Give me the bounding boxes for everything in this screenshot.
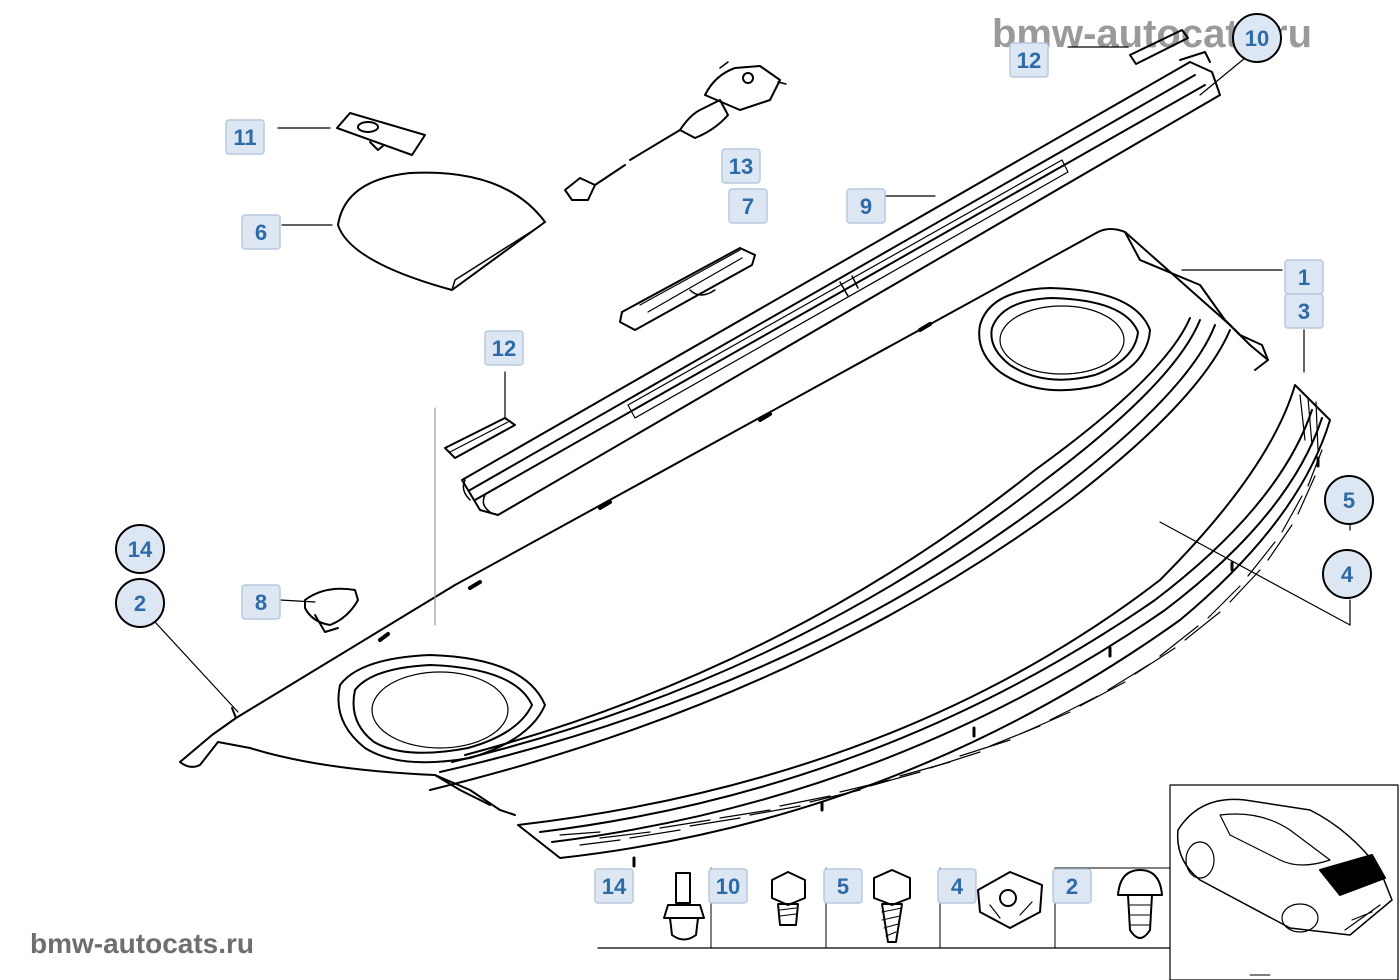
svg-text:5: 5 [837,874,849,899]
svg-text:5: 5 [1343,488,1355,513]
hardware-callout-10[interactable]: 10 [708,868,748,904]
svg-text:4: 4 [951,874,964,899]
release-cable [564,61,787,201]
car-inset [1169,784,1399,980]
svg-text:7: 7 [742,194,754,219]
svg-text:14: 14 [128,537,153,562]
callout-11[interactable]: 11 [225,119,265,155]
callout-12-top[interactable]: 12 [1009,42,1049,78]
svg-text:2: 2 [1066,874,1078,899]
hardware-callout-14[interactable]: 14 [594,868,634,904]
svg-text:4: 4 [1341,562,1354,587]
callout-13[interactable]: 13 [721,148,761,184]
clip-12-left [444,417,516,459]
svg-text:6: 6 [255,220,267,245]
svg-text:3: 3 [1298,299,1310,324]
svg-text:2: 2 [134,591,146,616]
callout-4[interactable]: 4 [1322,549,1372,599]
callout-12-middle[interactable]: 12 [484,330,524,366]
svg-text:12: 12 [1017,48,1041,73]
callout-9[interactable]: 9 [846,188,886,224]
bracket-7 [619,247,756,331]
cover-rail [461,51,1221,516]
svg-text:10: 10 [1245,26,1269,51]
clip-12-right [1129,29,1189,65]
callout-1[interactable]: 1 [1284,259,1324,295]
callout-6[interactable]: 6 [241,214,281,250]
screw-5-icon [873,869,911,943]
right-speaker-opening [978,287,1151,392]
svg-text:12: 12 [492,336,516,361]
svg-text:1: 1 [1298,265,1310,290]
leader-lines [154,46,1351,949]
svg-text:8: 8 [255,590,267,615]
callout-8[interactable]: 8 [241,584,281,620]
callout-2[interactable]: 2 [115,578,165,628]
watermark-bottom: bmw-autocats.ru [30,928,255,959]
hardware-callout-2[interactable]: 2 [1052,868,1092,904]
callout-3[interactable]: 3 [1284,293,1324,329]
callout-10[interactable]: 10 [1232,13,1282,63]
callout-5[interactable]: 5 [1324,475,1374,525]
parcel-shelf [179,228,1269,816]
svg-text:10: 10 [716,874,740,899]
rivet-14-icon [663,872,705,941]
clip-nut-4-icon [977,871,1043,929]
expanding-rivet-2-icon [1117,869,1163,939]
grommet-8 [304,587,359,633]
callout-7[interactable]: 7 [728,188,768,224]
svg-text:14: 14 [602,874,627,899]
cover-plate-6 [337,171,546,291]
vent-grille [517,384,1331,868]
hardware-callout-4[interactable]: 4 [937,868,977,904]
hardware-callout-5[interactable]: 5 [823,868,863,904]
left-speaker-opening [337,654,546,764]
svg-text:9: 9 [860,194,872,219]
bolt-10-icon [771,871,806,926]
cover-cap-11 [336,112,426,156]
svg-text:11: 11 [233,125,256,150]
callout-14[interactable]: 14 [115,524,165,574]
svg-text:13: 13 [729,154,753,179]
